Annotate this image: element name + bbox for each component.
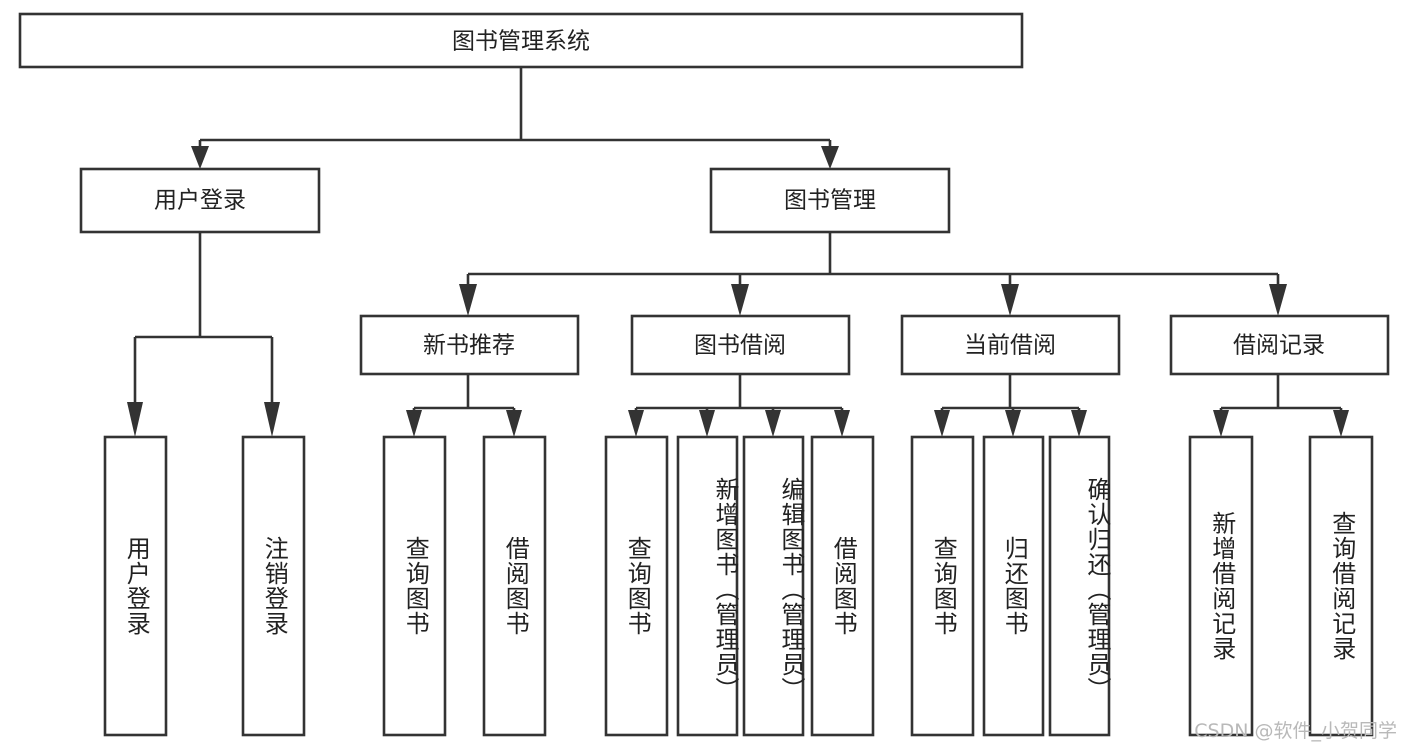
arrow-head-leaf-query-book-2 (628, 410, 644, 437)
connector-group-user-login (127, 232, 280, 437)
leaf-box-borrow-book-1[interactable] (482, 435, 547, 737)
node-borrow-record[interactable]: 借阅记录 (1169, 314, 1390, 376)
leaf-box-return-book[interactable] (982, 435, 1045, 737)
connector-group-new-book-recommend (406, 374, 522, 437)
connector-group-root (191, 67, 839, 169)
node-book-borrow-box[interactable] (630, 314, 851, 376)
node-book-borrow[interactable]: 图书借阅 (630, 314, 851, 376)
arrow-head-leaf-return-book (1005, 410, 1021, 437)
node-user-login-label: 用户登录 (154, 188, 246, 214)
node-borrow-record-box[interactable] (1169, 314, 1390, 376)
connector-group-current-borrow (934, 374, 1087, 437)
connector-group-book-manage (459, 232, 1287, 316)
arrow-head-leaf-user-login (127, 402, 143, 437)
connector-group-book-borrow (628, 374, 850, 437)
leaf-box-add-book[interactable] (676, 435, 739, 737)
node-current-borrow-label: 当前借阅 (964, 333, 1056, 359)
arrow-head-current-borrow (1001, 284, 1019, 316)
arrow-head-new-book-recommend (459, 284, 477, 316)
leaf-box-borrow-book-2[interactable] (810, 435, 875, 737)
node-user-login-box[interactable] (79, 167, 321, 234)
node-root-label: 图书管理系统 (452, 29, 590, 55)
leaf-box-query-book-2[interactable] (604, 435, 669, 737)
arrow-head-leaf-query-book-1 (406, 410, 422, 437)
arrow-head-borrow-record (1269, 284, 1287, 316)
arrow-head-leaf-edit-book (765, 410, 781, 437)
leaf-box-user-login[interactable] (103, 435, 168, 737)
leaf-box-edit-book[interactable] (742, 435, 805, 737)
arrow-head-leaf-borrow-book-1 (506, 410, 522, 437)
arrow-head-leaf-borrow-book-2 (834, 410, 850, 437)
leaf-box-query-record[interactable] (1308, 435, 1374, 737)
arrow-head-leaf-add-record (1213, 410, 1229, 437)
node-root[interactable]: 图书管理系统 (18, 12, 1024, 69)
arrow-head-leaf-query-record (1333, 410, 1349, 437)
arrow-head-leaf-user-logout (264, 402, 280, 437)
arrow-head-leaf-confirm-return (1071, 410, 1087, 437)
node-root-box[interactable] (18, 12, 1024, 69)
leaf-box-confirm-return[interactable] (1048, 435, 1111, 737)
leaf-box-user-logout[interactable] (241, 435, 306, 737)
csdn-watermark: CSDN @软件_小贺同学 (1194, 720, 1397, 742)
arrow-head-book-borrow (731, 284, 749, 316)
node-book-manage-label: 图书管理 (784, 188, 876, 214)
leaf-boxes (103, 435, 1374, 737)
arrow-head-leaf-add-book (699, 410, 715, 437)
arrow-head-book-manage (821, 146, 839, 169)
node-current-borrow[interactable]: 当前借阅 (900, 314, 1121, 376)
node-new-book-recommend[interactable]: 新书推荐 (359, 314, 580, 376)
leaf-box-query-book-1[interactable] (382, 435, 447, 737)
arrow-head-user-login (191, 146, 209, 169)
arrow-head-leaf-query-book-3 (934, 410, 950, 437)
node-book-borrow-label: 图书借阅 (694, 333, 786, 359)
node-book-manage-box[interactable] (709, 167, 951, 234)
node-new-book-recommend-label: 新书推荐 (423, 333, 515, 359)
leaf-box-query-book-3[interactable] (910, 435, 975, 737)
leaf-box-add-record[interactable] (1188, 435, 1254, 737)
node-current-borrow-box[interactable] (900, 314, 1121, 376)
node-book-manage[interactable]: 图书管理 (709, 167, 951, 234)
connector-group-borrow-record (1213, 374, 1349, 437)
node-user-login[interactable]: 用户登录 (79, 167, 321, 234)
node-new-book-recommend-box[interactable] (359, 314, 580, 376)
node-borrow-record-label: 借阅记录 (1233, 333, 1325, 359)
